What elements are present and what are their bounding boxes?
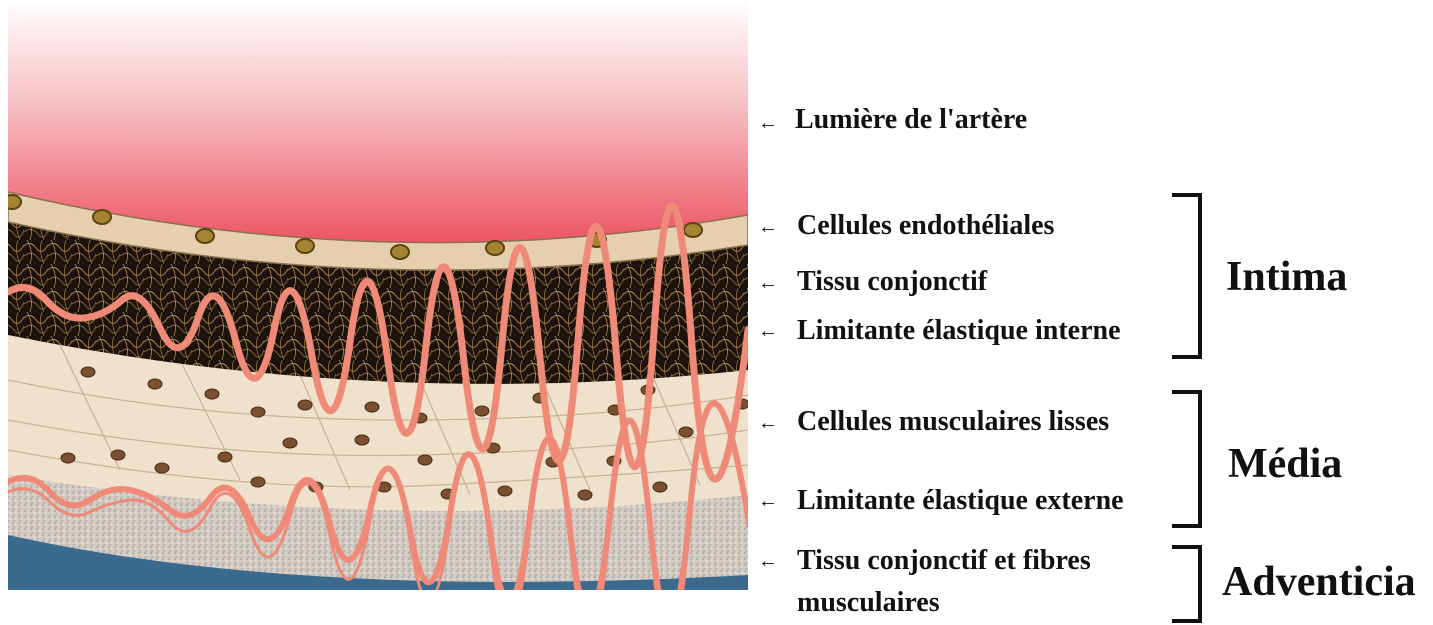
label-adventitia-tissue-line1: Tissu conjonctif et fibres (797, 544, 1091, 578)
bracket-intima (1172, 193, 1202, 359)
arrow-adventitia-tissue: ← (758, 544, 778, 578)
arrow-internal-elastic: ← (758, 314, 778, 348)
label-smooth-muscle: Cellules musculaires lisses (797, 405, 1109, 439)
arrow-external-elastic: ← (758, 484, 778, 518)
group-label-adventitia: Adventicia (1222, 558, 1416, 606)
bracket-media (1172, 390, 1202, 528)
bracket-adventitia (1172, 545, 1202, 623)
label-endothelial-cells: Cellules endothéliales (797, 209, 1054, 243)
artery-wall-illustration (0, 0, 750, 625)
arrow-intima-connective: ← (758, 266, 778, 300)
label-external-elastic: Limitante élastique externe (797, 484, 1124, 518)
label-adventitia-tissue-line2: musculaires (797, 586, 940, 620)
arrow-lumen: ← (758, 106, 778, 140)
group-label-intima: Intima (1226, 253, 1347, 301)
label-lumen: Lumière de l'artère (795, 103, 1027, 137)
arrow-endothelial: ← (758, 210, 778, 244)
group-label-media: Média (1228, 440, 1342, 488)
label-internal-elastic: Limitante élastique interne (797, 314, 1121, 348)
label-intima-connective: Tissu conjonctif (797, 265, 987, 299)
arrow-smooth-muscle: ← (758, 406, 778, 440)
